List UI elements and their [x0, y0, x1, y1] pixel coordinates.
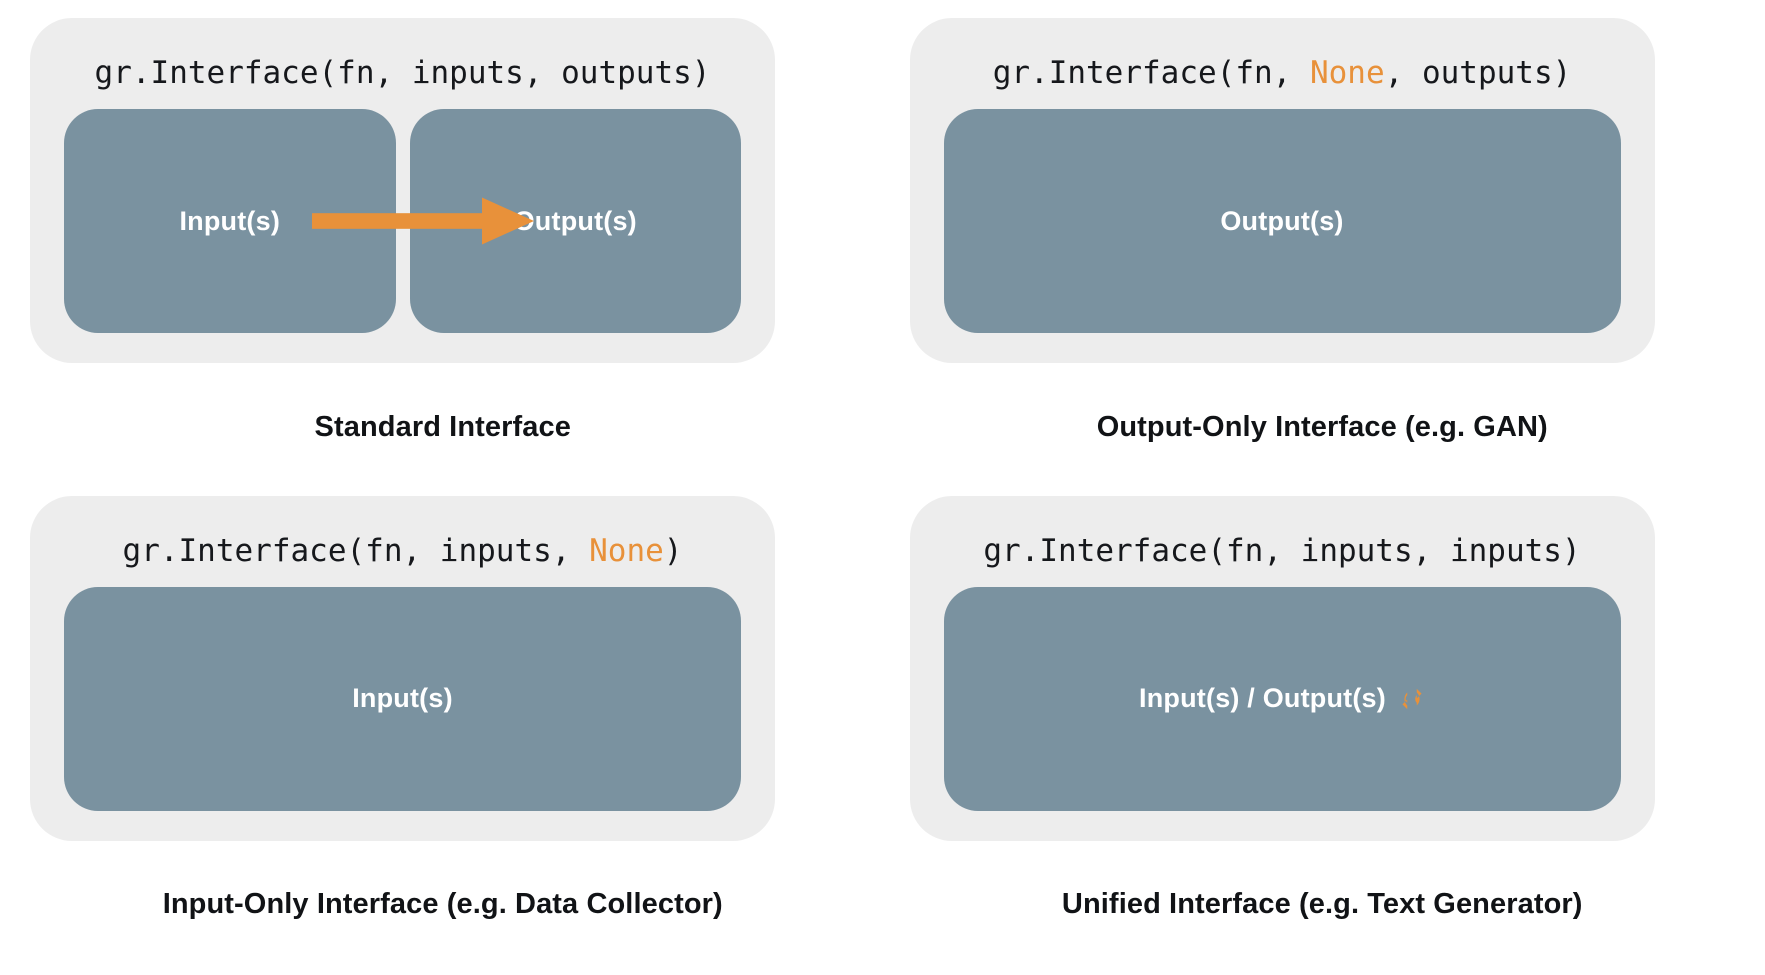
io-row-unified: Input(s) / Output(s) — [943, 586, 1621, 811]
code-text-part2: ) — [663, 532, 683, 569]
code-text-part2: , outputs) — [1384, 55, 1572, 91]
code-label-output-only: gr.Interface(fn, None, outputs) — [993, 58, 1572, 89]
input-box-label: Input(s) — [352, 683, 453, 713]
caption-input-only-interface: Input-Only Interface (e.g. Data Collecto… — [162, 888, 723, 921]
input-output-box[interactable]: Input(s) / Output(s) — [943, 586, 1621, 811]
output-box[interactable]: Output(s) — [943, 109, 1621, 333]
code-text-part1: gr.Interface(fn, inputs, outputs) — [94, 55, 711, 91]
io-row-output-only: Output(s) — [943, 109, 1621, 333]
panel-input-only-interface: gr.Interface(fn, inputs, None) Input(s) … — [30, 495, 856, 966]
code-text-part1: gr.Interface(fn, inputs, inputs) — [983, 532, 1581, 569]
card-input-only-interface: gr.Interface(fn, inputs, None) Input(s) — [30, 495, 775, 841]
io-row-standard: Input(s) Output(s) — [64, 109, 741, 333]
input-box-label: Input(s) — [179, 205, 281, 236]
card-output-only-interface: gr.Interface(fn, None, outputs) Output(s… — [909, 18, 1655, 363]
output-box[interactable]: Output(s) — [409, 109, 741, 333]
panel-output-only-interface: gr.Interface(fn, None, outputs) Output(s… — [909, 18, 1736, 488]
output-box-label: Output(s) — [1220, 205, 1344, 236]
input-output-box-label-group: Input(s) / Output(s) — [1139, 683, 1425, 714]
code-text-part1: gr.Interface(fn, inputs, — [122, 532, 590, 569]
panel-unified-interface: gr.Interface(fn, inputs, inputs) Input(s… — [909, 495, 1736, 966]
sync-icon — [1399, 686, 1425, 712]
input-box[interactable]: Input(s) — [64, 109, 396, 333]
card-standard-interface: gr.Interface(fn, inputs, outputs) Input(… — [30, 18, 775, 363]
code-text-none-highlight: None — [589, 532, 664, 569]
code-label-unified: gr.Interface(fn, inputs, inputs) — [983, 532, 1581, 569]
code-label-standard: gr.Interface(fn, inputs, outputs) — [95, 58, 711, 89]
caption-unified-interface: Unified Interface (e.g. Text Generator) — [1061, 888, 1583, 921]
io-row-input-only: Input(s) — [64, 586, 741, 811]
panel-standard-interface: gr.Interface(fn, inputs, outputs) Input(… — [30, 18, 856, 488]
output-box-label: Output(s) — [513, 205, 637, 236]
code-text-none-highlight: None — [1309, 55, 1385, 91]
input-output-box-label: Input(s) / Output(s) — [1139, 683, 1386, 713]
code-label-input-only: gr.Interface(fn, inputs, None) — [122, 532, 683, 569]
caption-standard-interface: Standard Interface — [314, 410, 571, 443]
input-box[interactable]: Input(s) — [64, 586, 741, 811]
caption-output-only-interface: Output-Only Interface (e.g. GAN) — [1096, 410, 1548, 443]
code-text-part1: gr.Interface(fn, — [992, 55, 1310, 91]
card-unified-interface: gr.Interface(fn, inputs, inputs) Input(s… — [909, 495, 1655, 841]
